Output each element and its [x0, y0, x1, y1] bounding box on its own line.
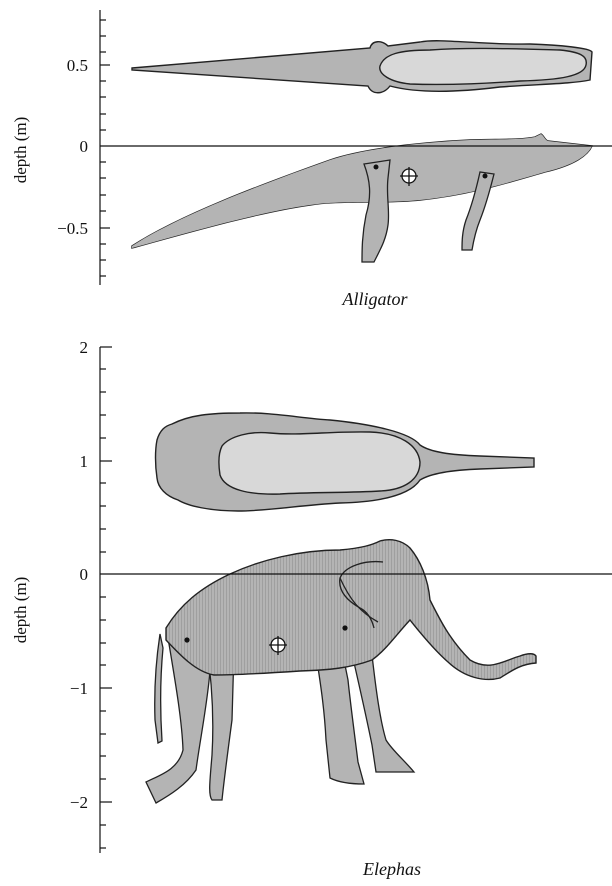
- y-axis-ticks: [100, 20, 110, 276]
- tick-label: −2: [70, 793, 88, 812]
- y-axis-ticks: [100, 347, 112, 848]
- panel-caption: Elephas: [362, 859, 421, 879]
- panel-caption: Alligator: [341, 289, 408, 309]
- alligator-dorsal-view: [132, 41, 592, 93]
- tick-label: 2: [80, 338, 89, 357]
- elephas-dorsal-view: [156, 413, 535, 511]
- tick-label: 1: [80, 452, 89, 471]
- y-axis-title: depth (m): [11, 117, 30, 184]
- tick-label: 0: [80, 565, 89, 584]
- alligator-panel: 0.5 0 −0.5 depth (m) Alligator: [11, 10, 612, 309]
- limb-pivot-dot-icon: [342, 625, 347, 630]
- limb-pivot-dot-icon: [374, 165, 379, 170]
- tick-label: 0.5: [67, 56, 88, 75]
- tick-label: −1: [70, 679, 88, 698]
- limb-pivot-dot-icon: [184, 637, 189, 642]
- alligator-lateral-view: [132, 134, 592, 262]
- elephas-panel: 2 1 0 −1 −2 depth (m): [11, 338, 612, 879]
- elephas-lateral-view: [146, 540, 536, 803]
- limb-pivot-dot-icon: [483, 174, 488, 179]
- y-axis-title: depth (m): [11, 577, 30, 644]
- tick-label: 0: [80, 137, 89, 156]
- tick-label: −0.5: [57, 219, 88, 238]
